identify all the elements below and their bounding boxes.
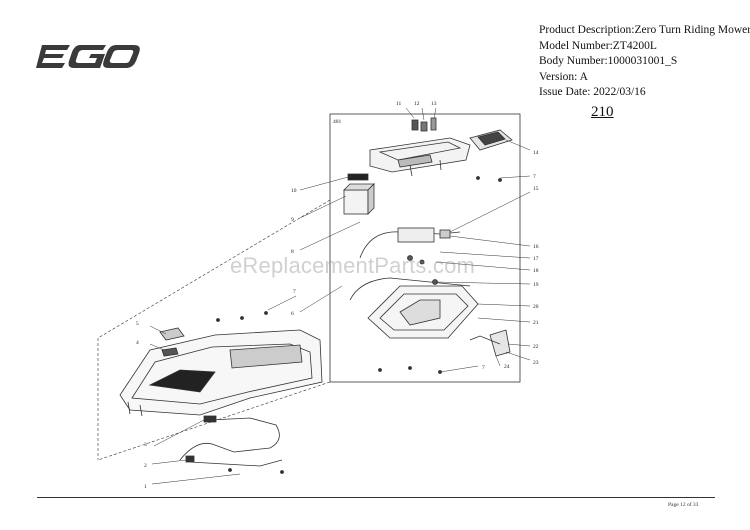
page-footer: Page 12 of 33 xyxy=(668,502,699,508)
callout-8: 8 xyxy=(291,249,294,255)
callout-22: 22 xyxy=(533,344,539,350)
bottom-rule xyxy=(37,497,715,498)
assembly-label: 401 xyxy=(333,119,342,125)
callout-19: 19 xyxy=(533,282,539,288)
callout-23: 23 xyxy=(533,360,539,366)
callout-17: 17 xyxy=(533,256,539,262)
model-number: Model Number:ZT4200L xyxy=(539,39,657,52)
callout-13: 13 xyxy=(431,101,437,107)
callout-24: 24 xyxy=(504,364,510,370)
callout-12: 12 xyxy=(414,101,420,107)
version: Version: A xyxy=(539,70,588,83)
callout-21: 21 xyxy=(533,320,539,326)
callout-15: 15 xyxy=(533,186,539,192)
callout-16: 16 xyxy=(533,244,539,250)
callout-18: 18 xyxy=(533,268,539,274)
callout-1: 1 xyxy=(144,484,147,490)
callout-20: 20 xyxy=(533,304,539,310)
body-number: Body Number:1000031001_S xyxy=(539,55,678,67)
watermark: eReplacementParts.com xyxy=(230,253,476,278)
issue-date: Issue Date: 2022/03/16 xyxy=(539,86,646,98)
callout-11: 11 xyxy=(396,101,402,107)
ego-logo xyxy=(36,45,140,68)
callout-9: 9 xyxy=(291,217,294,223)
assembly-frame xyxy=(329,113,521,383)
product-info: Product Description:Zero Turn Riding Mow… xyxy=(539,23,750,101)
callout-6: 6 xyxy=(291,311,294,317)
callout-5: 5 xyxy=(136,321,139,327)
callout-14: 14 xyxy=(533,150,539,156)
callout-4: 4 xyxy=(136,340,139,346)
product-description: Product Description:Zero Turn Riding Mow… xyxy=(539,24,750,36)
callout-7a: 7 xyxy=(293,289,296,295)
callout-10: 10 xyxy=(291,188,297,194)
callout-7b: 7 xyxy=(533,174,536,180)
callout-3: 3 xyxy=(144,442,147,448)
callout-7c: 7 xyxy=(482,365,485,371)
diagram-page-number: 210 xyxy=(591,104,614,120)
callout-2: 2 xyxy=(144,463,147,469)
